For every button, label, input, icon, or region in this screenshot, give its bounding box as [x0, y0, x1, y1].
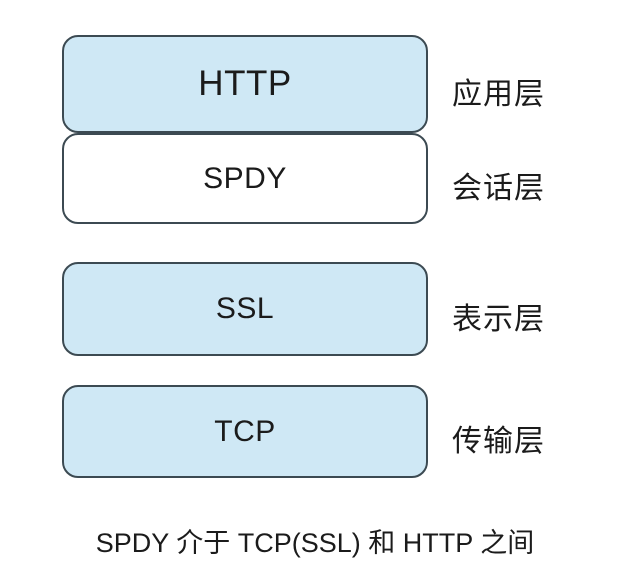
layer-label-ssl: SSL [215, 292, 275, 325]
layer-box-ssl: SSL [62, 262, 428, 356]
layer-box-http: HTTP [62, 35, 428, 133]
osi-label-transport: 传输层 [452, 425, 545, 458]
layer-label-spdy: SPDY [203, 161, 287, 195]
osi-label-presentation: 表示层 [452, 303, 545, 336]
diagram-caption: SPDY 介于 TCP(SSL) 和 HTTP 之间 [95, 528, 535, 558]
layer-label-http: HTTP [198, 64, 292, 103]
layer-label-tcp: TCP [214, 414, 276, 448]
layer-box-spdy: SPDY [62, 133, 428, 224]
layer-box-tcp: TCP [62, 385, 428, 478]
osi-label-application: 应用层 [452, 78, 545, 111]
osi-label-session: 会话层 [452, 172, 545, 205]
